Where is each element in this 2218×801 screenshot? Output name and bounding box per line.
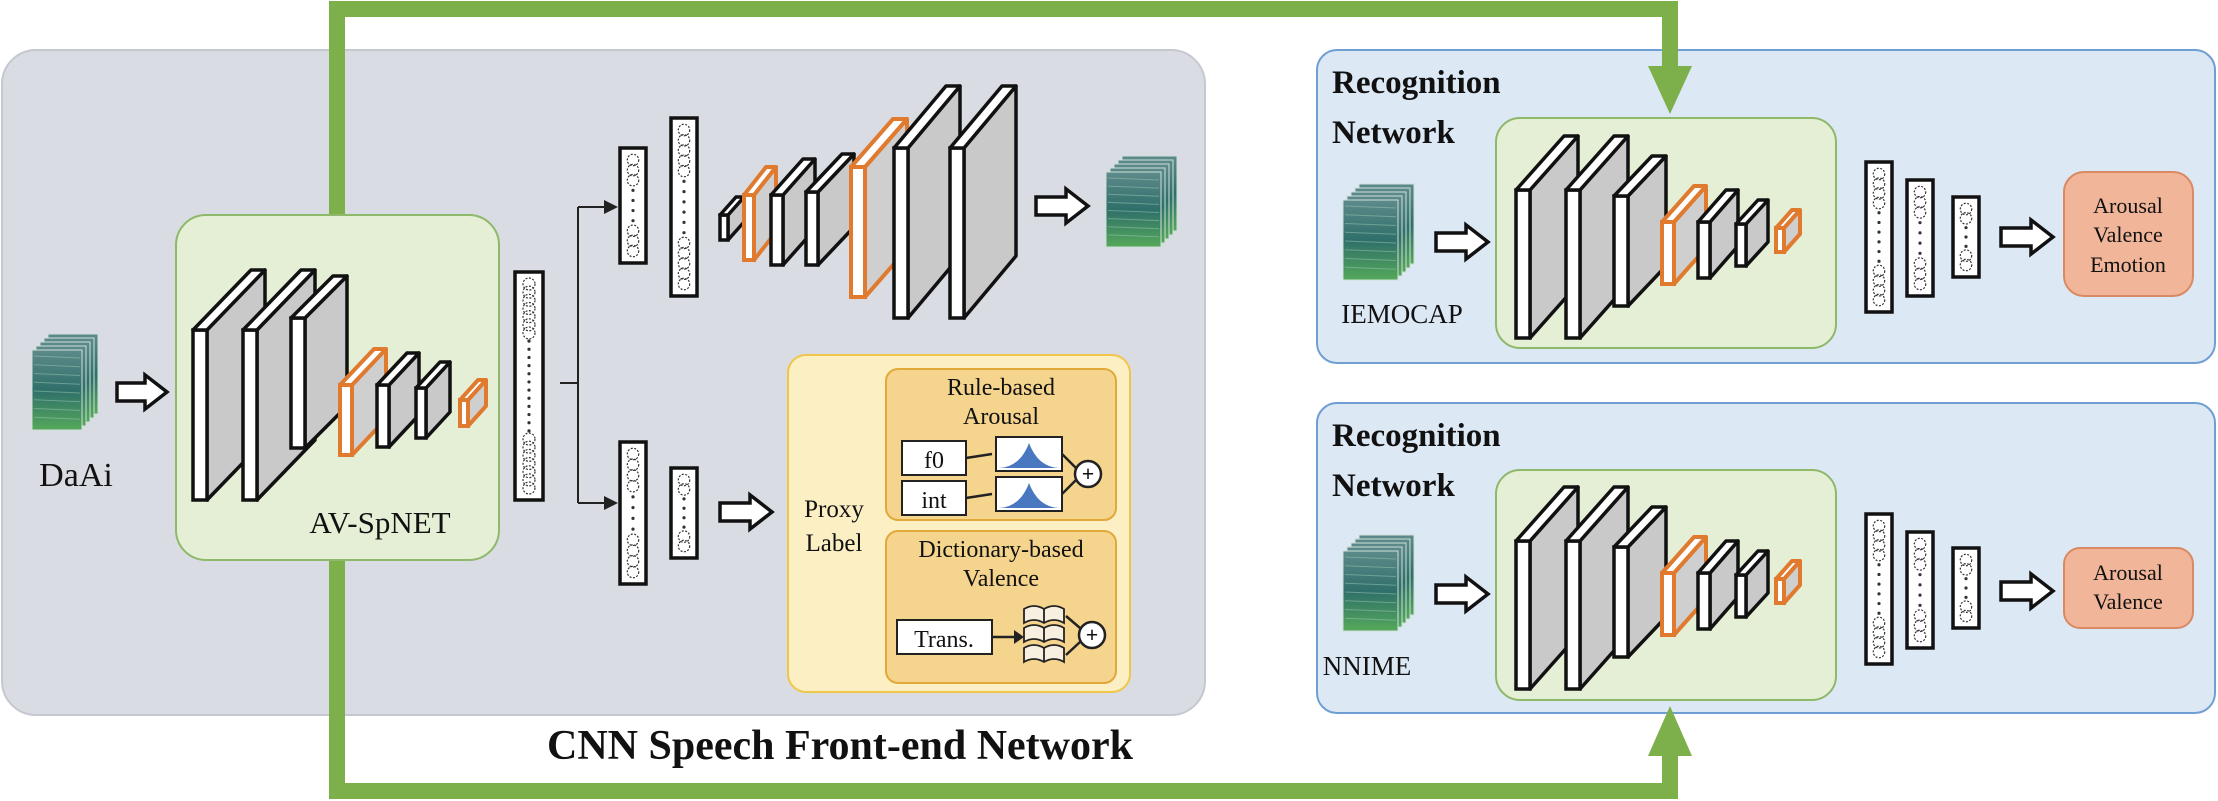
arrow-recognition-bottom-to-output [1999, 570, 2056, 612]
arousal-sum-node: + [1073, 459, 1103, 489]
valence-title-line1: Dictionary-based [918, 537, 1083, 563]
arousal-arrows [965, 452, 1077, 500]
arrowhead-top [1648, 66, 1692, 114]
recognition-title-top-line2: Network [1332, 115, 1455, 151]
decoder-layer-4 [804, 152, 856, 267]
int-label: int [921, 488, 947, 514]
branch-arrowhead-top [604, 200, 618, 214]
recognition-top-layer-4 [1660, 184, 1708, 286]
branch-connector [560, 206, 606, 504]
decoder-layer-6 [892, 84, 962, 320]
recognition-bottom-layer-5 [1696, 539, 1740, 631]
spectrogram-group [31, 155, 1415, 632]
valence-plus-symbol: + [1086, 622, 1099, 647]
f0-feature-box [901, 440, 967, 476]
encoder-layer-5 [375, 351, 421, 449]
recognition-bottom-layer-6 [1734, 549, 1770, 619]
int-histogram [995, 476, 1063, 512]
front-end-title: CNN Speech Front-end Network [547, 723, 1134, 769]
output-box-top [2063, 171, 2194, 297]
transfer-arrow-bottom [329, 545, 1678, 799]
arrow-input-to-encoder [115, 371, 170, 413]
av-spnet-label: AV-SpNET [309, 505, 450, 540]
arrowhead-bottom [1648, 706, 1692, 756]
output-top-line2: Valence [2093, 222, 2163, 247]
f0-histogram [995, 436, 1063, 472]
conv-layer-group [191, 84, 1802, 691]
output-top-line1: Arousal [2093, 193, 2163, 218]
reconstructed-spectrogram [1105, 155, 1178, 248]
arrow-iemocap-to-network [1434, 221, 1491, 263]
recognition-top-layer-5 [1696, 188, 1740, 280]
arrow-nnime-to-network [1434, 573, 1491, 615]
nnime-spectrogram [1342, 534, 1415, 632]
recognition-bottom-vector-1 [1864, 512, 1894, 666]
recognition-title-bottom-line1: Recognition [1332, 418, 1501, 454]
daai-spectrogram [31, 333, 99, 431]
recognition-top-layer-7 [1774, 208, 1802, 254]
encoder-layer-3 [289, 274, 349, 450]
valence-title-line2: Valence [963, 566, 1039, 592]
recognition-title-top-line1: Recognition [1332, 65, 1501, 101]
recognition-top-vector-3 [1951, 195, 1981, 279]
feature-vector-group [513, 116, 1981, 666]
proxy-vector-1 [618, 440, 648, 586]
hollow-arrow-group [115, 185, 2056, 615]
decoder-vector-1 [618, 146, 648, 265]
output-bottom-line2: Valence [2093, 589, 2163, 614]
branch-arrowhead-bottom [604, 496, 618, 510]
f0-label: f0 [924, 448, 944, 474]
trans-arrowhead [1014, 630, 1024, 644]
valence-sum-node: + [1077, 620, 1107, 650]
encoder-layer-7 [458, 378, 488, 428]
arrow-decoder-to-output [1034, 185, 1091, 227]
valence-arrows [1065, 615, 1081, 656]
latent-vector [513, 270, 545, 502]
arousal-title-line1: Rule-based [947, 375, 1055, 401]
output-top-line3: Emotion [2090, 252, 2166, 277]
trans-label: Trans. [914, 627, 974, 653]
daai-label: DaAi [39, 457, 113, 494]
recognition-bottom-vector-3 [1951, 546, 1981, 630]
recognition-title-bottom-line2: Network [1332, 468, 1455, 504]
nnime-label: NNIME [1323, 651, 1412, 681]
iemocap-label: IEMOCAP [1341, 299, 1463, 329]
arrow-vector-to-proxy [718, 491, 775, 533]
recognition-bottom-layer-3 [1612, 505, 1668, 659]
proxy-vector-2 [669, 466, 699, 560]
arousal-plus-symbol: + [1082, 461, 1095, 486]
recognition-top-vector-1 [1864, 160, 1894, 314]
proxy-label-line2: Label [806, 530, 863, 557]
output-box-bottom [2063, 547, 2194, 629]
recognition-top-layer-6 [1734, 198, 1770, 268]
output-bottom-line1: Arousal [2093, 560, 2163, 585]
encoder-layer-6 [414, 360, 452, 440]
arrow-recognition-top-to-output [1999, 216, 2056, 258]
dictionary-book-icon [1023, 605, 1065, 664]
proxy-label-line1: Proxy [804, 496, 864, 523]
recognition-top-vector-2 [1905, 178, 1935, 298]
recognition-top-layer-3 [1612, 154, 1668, 308]
decoder-layer-7 [948, 84, 1018, 320]
arousal-title-line2: Arousal [963, 404, 1039, 430]
decoder-vector-2 [669, 116, 699, 298]
recognition-bottom-vector-2 [1905, 530, 1935, 650]
iemocap-spectrogram [1342, 183, 1415, 281]
recognition-bottom-layer-7 [1774, 559, 1802, 605]
